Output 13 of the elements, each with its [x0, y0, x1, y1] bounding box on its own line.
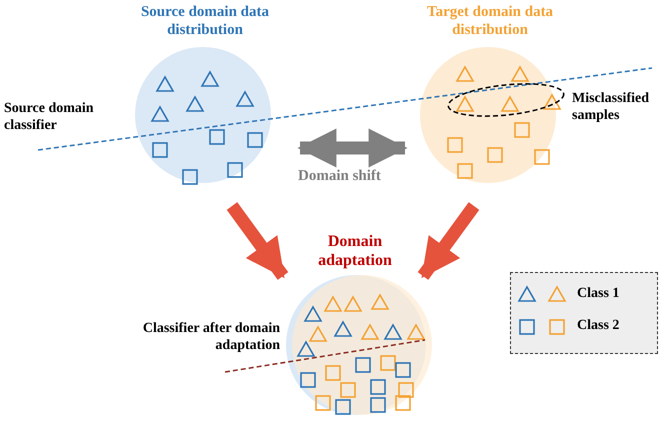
distribution-heading: Source domain data distribution — [140, 3, 270, 39]
legend-label: Class 2 — [577, 317, 620, 334]
note-label: Misclassified samples — [572, 90, 650, 124]
legend-label: Class 1 — [577, 285, 620, 302]
dashed-ellipse — [448, 83, 564, 117]
edge-label: Domain shift — [298, 168, 381, 185]
heading-label: Domain adaptation — [317, 232, 393, 270]
block-arrow — [418, 202, 480, 280]
block-arrow — [297, 128, 408, 168]
line-label: Classifier after domain adaptation — [142, 320, 280, 354]
distribution-heading: Target domain data distribution — [426, 3, 554, 39]
block-arrow — [226, 202, 288, 280]
line-label: Source domain classifier — [4, 100, 95, 134]
